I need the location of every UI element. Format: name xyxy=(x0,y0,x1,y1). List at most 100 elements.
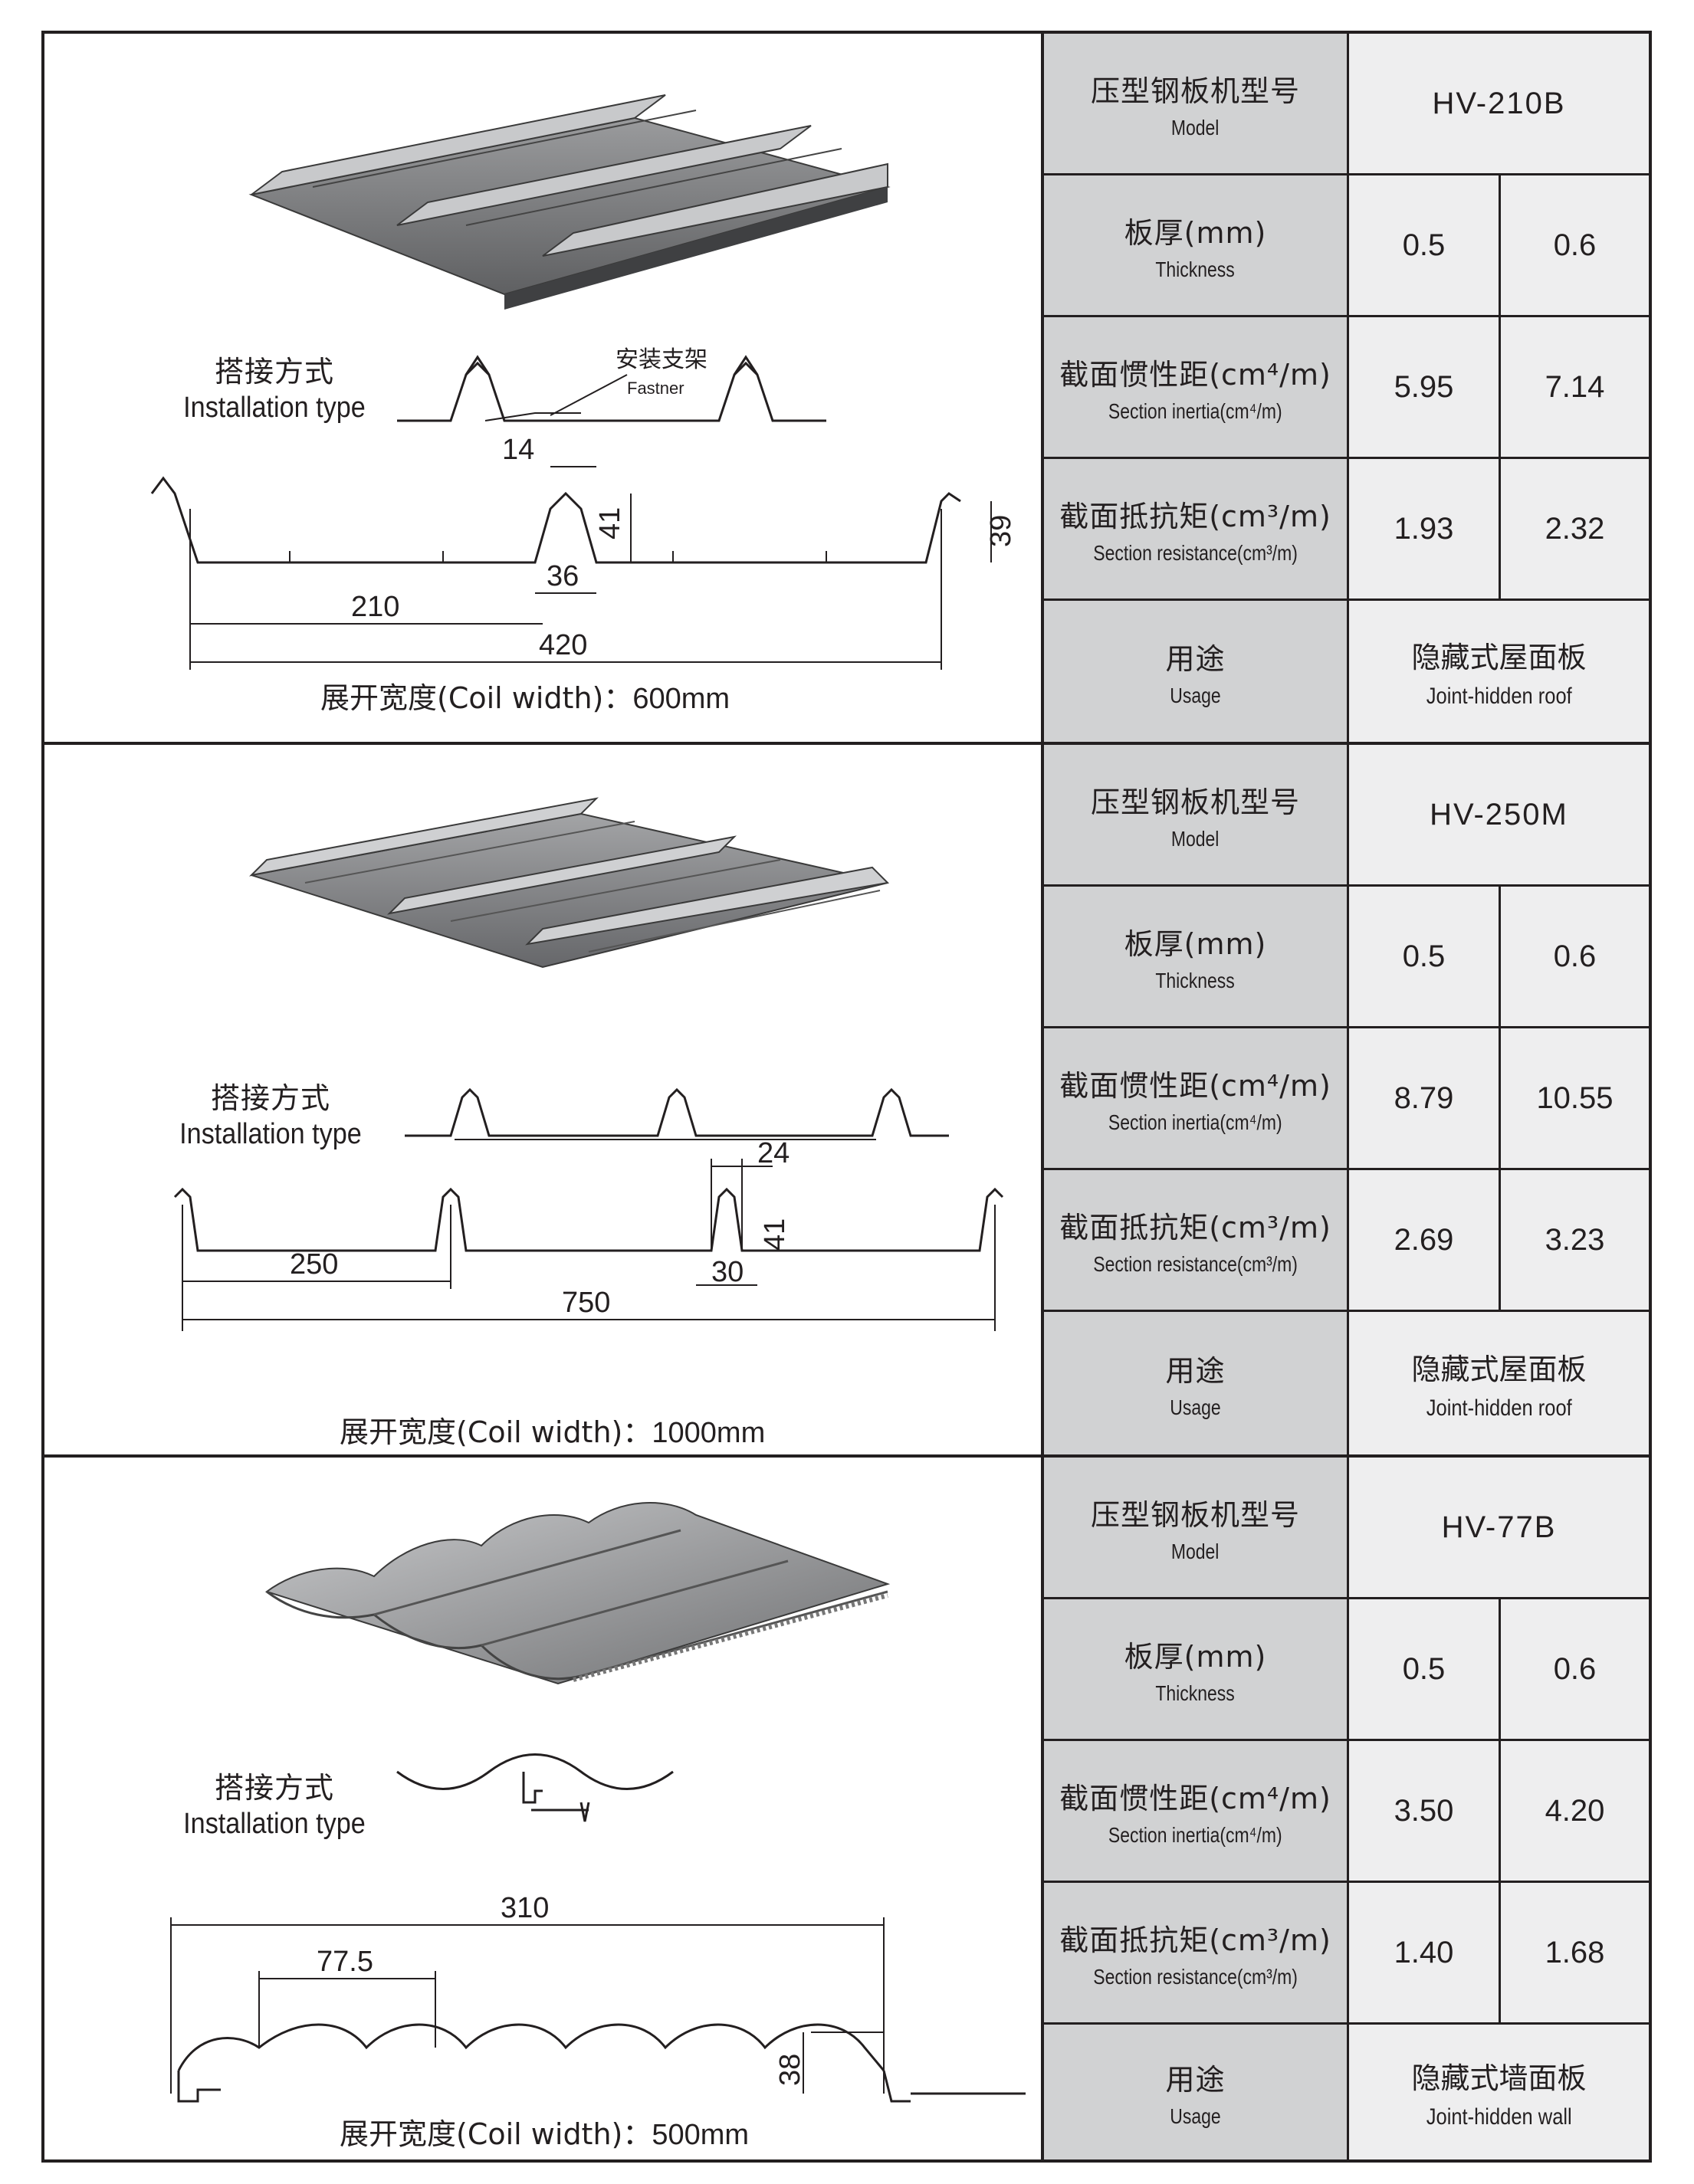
thickness-value-a: 0.5 xyxy=(1402,1651,1446,1686)
profile-dimension-drawing: 310 77.5 38 xyxy=(170,1892,1026,2103)
installation-type-label: 搭接方式 Installation type xyxy=(125,1074,416,1151)
roof-panel-illustration xyxy=(249,797,890,969)
thickness-label-en: Thickness xyxy=(1155,968,1236,992)
dim-36: 36 xyxy=(547,560,579,592)
model-label-en: Model xyxy=(1171,1539,1220,1563)
spec-row-thickness: 板厚(mm)Thickness 0.5 0.6 xyxy=(1044,1599,1649,1741)
inertia-value-a: 5.95 xyxy=(1394,369,1454,404)
inertia-label-zh: 截面惯性距(cm⁴/m) xyxy=(1059,357,1331,392)
dim-41: 41 xyxy=(759,1218,791,1251)
usage-label-en: Usage xyxy=(1170,2104,1221,2128)
resistance-label-en: Section resistance(cm³/m) xyxy=(1093,1251,1298,1276)
inertia-value-b: 4.20 xyxy=(1545,1793,1605,1828)
usage-label-zh: 用途 xyxy=(1165,641,1226,676)
thickness-value-b: 0.6 xyxy=(1553,939,1597,973)
inertia-label-zh: 截面惯性距(cm⁴/m) xyxy=(1059,1068,1331,1103)
usage-value-en: Joint-hidden roof xyxy=(1426,683,1572,709)
coil-width-label: 展开宽度(Coil width)： xyxy=(340,1415,652,1449)
spec-row-inertia: 截面惯性距(cm⁴/m)Section inertia(cm⁴/m) 5.95 … xyxy=(1044,317,1649,459)
installation-type-en: Installation type xyxy=(183,392,366,424)
spec-sheet: 搭接方式 Installation type 安装支架 Fastner xyxy=(41,31,1652,2163)
product-drawing-panel: 搭接方式 Installation type 310 77.5 xyxy=(44,1458,1044,2159)
model-value: HV-210B xyxy=(1432,86,1566,120)
resistance-value-b: 3.23 xyxy=(1545,1222,1605,1257)
product-section-hv-77b: 搭接方式 Installation type 310 77.5 xyxy=(44,1454,1649,2159)
dim-41: 41 xyxy=(594,507,626,539)
resistance-label-en: Section resistance(cm³/m) xyxy=(1093,1964,1298,1989)
dim-420: 420 xyxy=(539,629,587,661)
inertia-label-en: Section inertia(cm⁴/m) xyxy=(1108,1110,1282,1134)
installation-type-zh: 搭接方式 xyxy=(214,355,334,389)
dim-310: 310 xyxy=(501,1892,549,1924)
installation-sketch xyxy=(396,1753,674,1822)
coil-width-value: 500mm xyxy=(652,2119,750,2151)
inertia-value-a: 8.79 xyxy=(1394,1081,1454,1115)
thickness-value-a: 0.5 xyxy=(1402,228,1446,262)
dim-14: 14 xyxy=(502,434,534,466)
resistance-value-b: 1.68 xyxy=(1545,1935,1605,1969)
resistance-label-zh: 截面抵抗矩(cm³/m) xyxy=(1059,499,1331,533)
resistance-value-a: 1.93 xyxy=(1394,511,1454,546)
spec-row-inertia: 截面惯性距(cm⁴/m)Section inertia(cm⁴/m) 3.50 … xyxy=(1044,1741,1649,1883)
installation-sketch: 安装支架 Fastner xyxy=(397,347,826,422)
coil-width-value: 1000mm xyxy=(652,1417,766,1449)
usage-value-zh: 隐藏式屋面板 xyxy=(1411,640,1587,674)
usage-value-en: Joint-hidden roof xyxy=(1426,1395,1572,1421)
resistance-label-zh: 截面抵抗矩(cm³/m) xyxy=(1059,1210,1331,1244)
usage-label-zh: 用途 xyxy=(1165,2062,1226,2097)
thickness-label-en: Thickness xyxy=(1155,1681,1236,1705)
inertia-label-en: Section inertia(cm⁴/m) xyxy=(1108,1822,1282,1847)
dim-750: 750 xyxy=(562,1287,610,1319)
installation-type-zh: 搭接方式 xyxy=(210,1081,330,1115)
usage-label-en: Usage xyxy=(1170,683,1221,707)
installation-sketch xyxy=(405,1087,949,1140)
profile-dimension-drawing: 14 41 39 36 210 420 xyxy=(150,434,1017,670)
spec-row-resistance: 截面抵抗矩(cm³/m)Section resistance(cm³/m) 2.… xyxy=(1044,1170,1649,1312)
dim-24: 24 xyxy=(757,1137,790,1169)
inertia-label-zh: 截面惯性距(cm⁴/m) xyxy=(1059,1781,1331,1815)
dim-38: 38 xyxy=(774,2054,806,2086)
model-value: HV-77B xyxy=(1441,1510,1557,1544)
inertia-value-a: 3.50 xyxy=(1394,1793,1454,1828)
coil-width-label: 展开宽度(Coil width)： xyxy=(340,2117,652,2151)
product-drawing-panel: 搭接方式 Installation type 24 41 30 250 xyxy=(44,745,1044,1454)
usage-value-zh: 隐藏式屋面板 xyxy=(1411,1352,1587,1386)
resistance-label-zh: 截面抵抗矩(cm³/m) xyxy=(1059,1923,1331,1957)
fastner-label-zh: 安装支架 xyxy=(616,347,707,372)
usage-label-zh: 用途 xyxy=(1165,1353,1226,1388)
spec-row-usage: 用途 Usage 隐藏式屋面板 Joint-hidden roof xyxy=(1044,1312,1649,1454)
spec-row-resistance: 截面抵抗矩(cm³/m)Section resistance(cm³/m) 1.… xyxy=(1044,459,1649,601)
installation-type-en: Installation type xyxy=(179,1118,362,1150)
inertia-value-b: 7.14 xyxy=(1545,369,1605,404)
model-label-zh: 压型钢板机型号 xyxy=(1090,785,1300,819)
thickness-label-zh: 板厚(mm) xyxy=(1124,926,1267,961)
thickness-label-zh: 板厚(mm) xyxy=(1124,215,1267,250)
coil-width-label: 展开宽度(Coil width)： xyxy=(320,681,633,715)
dim-39: 39 xyxy=(985,515,1017,547)
roof-panel-illustration xyxy=(248,94,891,310)
model-label-en: Model xyxy=(1171,115,1220,139)
resistance-value-b: 2.32 xyxy=(1545,511,1605,546)
model-label-en: Model xyxy=(1171,826,1220,851)
spec-row-inertia: 截面惯性距(cm⁴/m)Section inertia(cm⁴/m) 8.79 … xyxy=(1044,1028,1649,1170)
model-value: HV-250M xyxy=(1430,797,1568,831)
product-drawing-panel: 搭接方式 Installation type 安装支架 Fastner xyxy=(44,34,1044,745)
spec-row-thickness: 板厚(mm)Thickness 0.5 0.6 xyxy=(1044,887,1649,1028)
installation-type-en: Installation type xyxy=(183,1808,366,1840)
usage-label-en: Usage xyxy=(1170,1395,1221,1419)
installation-type-label: 搭接方式 Installation type xyxy=(129,348,420,425)
dim-210: 210 xyxy=(351,591,399,623)
usage-value-en: Joint-hidden wall xyxy=(1426,2104,1572,2130)
coil-width-value: 600mm xyxy=(632,683,730,715)
wall-panel-illustration xyxy=(264,1502,891,1685)
installation-type-label: 搭接方式 Installation type xyxy=(129,1764,420,1841)
spec-row-thickness: 板厚(mm)Thickness 0.5 0.6 xyxy=(1044,175,1649,317)
inertia-value-b: 10.55 xyxy=(1536,1081,1614,1115)
spec-row-resistance: 截面抵抗矩(cm³/m) Section resistance(cm³/m) 1.… xyxy=(1044,1883,1649,2025)
